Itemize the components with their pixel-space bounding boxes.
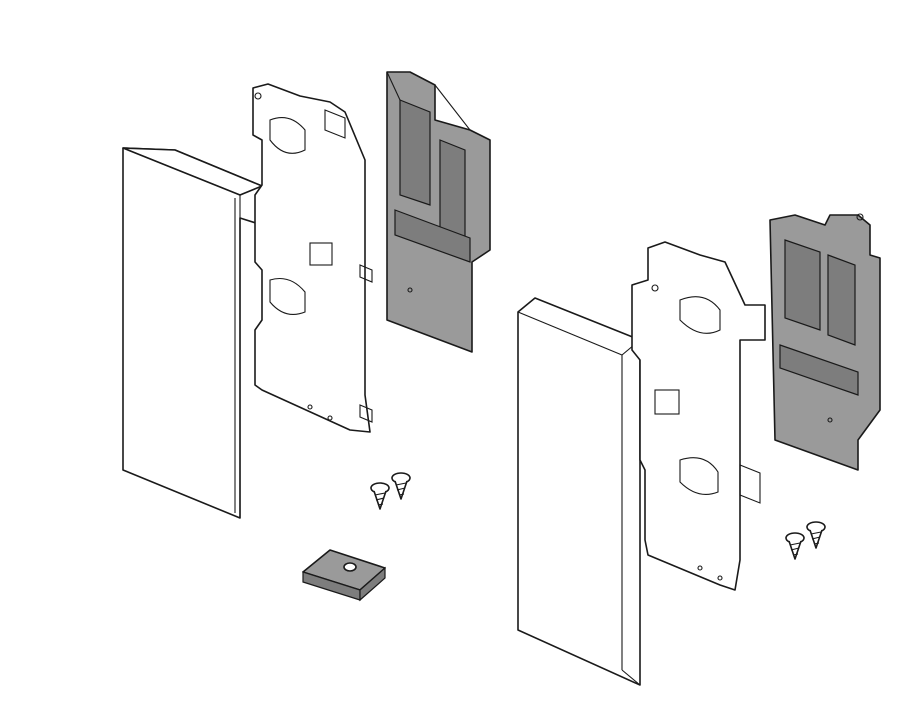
- plastic-insert-right: [769, 213, 881, 471]
- screw: [391, 472, 411, 500]
- screw: [370, 482, 390, 510]
- mounting-bracket-right: [631, 241, 766, 591]
- front-cap-right: [517, 297, 641, 686]
- front-cap-left: [122, 147, 263, 519]
- screw: [785, 532, 805, 560]
- screws-left: [370, 472, 411, 510]
- plastic-insert-left: [386, 71, 491, 353]
- screw: [806, 521, 826, 549]
- screws-right: [785, 521, 826, 560]
- mounting-bracket-left: [252, 83, 373, 433]
- clip: [302, 549, 386, 602]
